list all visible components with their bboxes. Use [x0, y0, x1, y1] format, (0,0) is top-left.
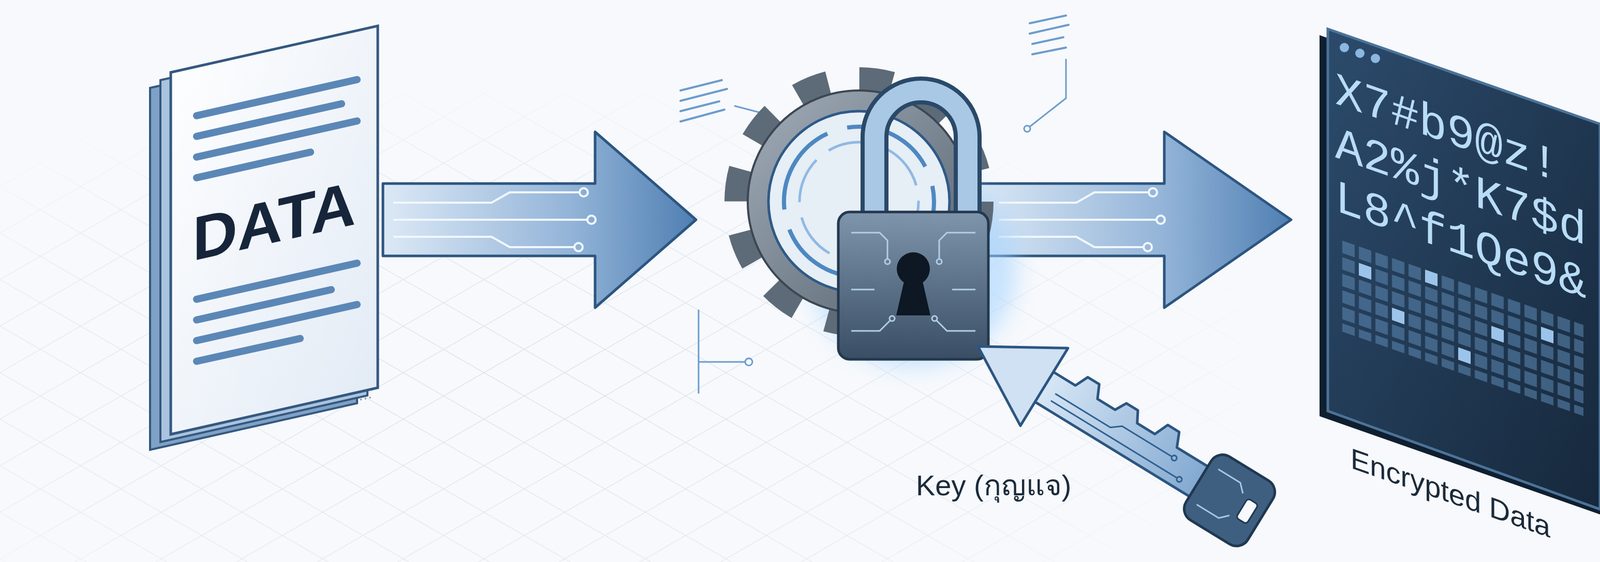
key-label: Key (กุญแจ) — [915, 468, 1072, 503]
key-arrowhead — [954, 307, 1069, 426]
screen-face — [1327, 28, 1600, 510]
data-document: DATA — [175, 183, 373, 259]
circuit-trace — [1049, 385, 1191, 484]
document-icon — [150, 25, 378, 451]
screen-caption: Encrypted Data — [1350, 440, 1594, 561]
keyhole — [896, 279, 931, 316]
lock-shackle — [874, 90, 968, 223]
lock-body — [838, 212, 989, 360]
flow-arrow — [382, 131, 696, 308]
window-dot — [1355, 48, 1365, 58]
key-node: Key (กุญแจ) — [915, 468, 1072, 503]
document-label: DATA — [175, 161, 373, 281]
block-arrow — [382, 131, 696, 308]
block-arrow — [972, 131, 1292, 308]
circuit-trace — [998, 188, 1165, 252]
screen-panel — [1319, 28, 1600, 515]
decor-lines — [680, 15, 1069, 394]
text-slot: X7#b9@z! A2%j*K7$d L8^f1Qe9& — [1335, 64, 1594, 226]
key-handle — [1179, 450, 1281, 552]
window-dot — [1370, 53, 1381, 64]
front-page — [170, 25, 378, 435]
text-slot: Key (กุญแจ) — [915, 468, 1072, 503]
lock-shackle — [874, 90, 968, 223]
circuit-trace — [851, 232, 976, 332]
encryption-engine — [738, 81, 1017, 368]
text-slot: Encrypted Data — [1350, 440, 1594, 476]
window-dot — [1339, 42, 1350, 53]
text-slot: DATA — [175, 183, 373, 259]
key-icon — [954, 307, 1285, 559]
encrypted-screen: X7#b9@z! A2%j*K7$d L8^f1Qe9&Encrypted Da… — [1319, 20, 1600, 559]
circuit-trace — [393, 188, 596, 252]
key-slot — [1235, 498, 1258, 525]
cipher-text: X7#b9@z! A2%j*K7$d L8^f1Qe9& — [1335, 64, 1594, 317]
flow-arrow — [972, 131, 1292, 308]
